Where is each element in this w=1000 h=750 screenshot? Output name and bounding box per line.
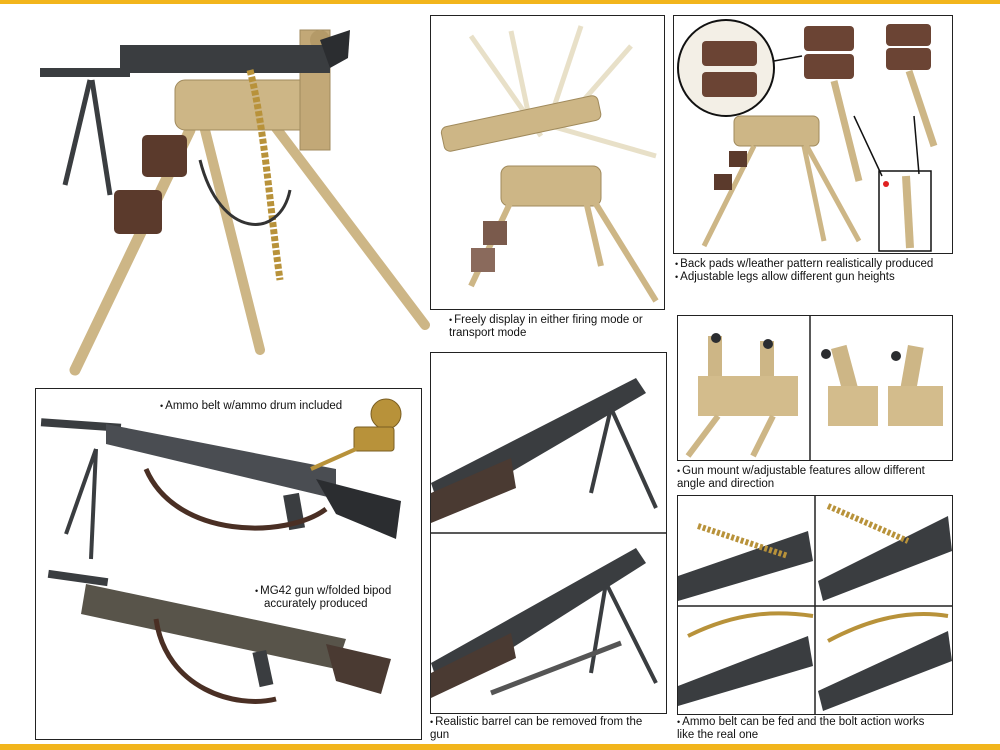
gun-mount-illustration: [685, 316, 943, 460]
mg42-illustration: [40, 398, 402, 704]
ammo-feed-illustration: [678, 496, 952, 714]
mg42-bipod-caption: •MG42 gun w/folded bipod accurately prod…: [255, 585, 392, 610]
hero-tripod-gun-image: [30, 10, 430, 380]
firing-transport-mode-panel: [430, 15, 665, 310]
ammo-feed-caption: •Ammo belt can be fed and the bolt actio…: [677, 716, 925, 741]
bullet-icon: •: [677, 717, 681, 727]
back-pads-illustration: [677, 19, 938, 252]
back-pads-caption: •Back pads w/leather pattern realistical…: [675, 258, 934, 283]
firing-mode-caption: •Freely display in either firing mode or…: [449, 314, 643, 339]
barrel-removed-caption: •Realistic barrel can be removed from th…: [430, 716, 643, 741]
bullet-icon: •: [160, 401, 164, 411]
bullet-icon: •: [675, 259, 679, 269]
gun-mount-panel: [677, 315, 953, 461]
mg42-gun-panel: [35, 388, 422, 740]
hero-illustration: [40, 29, 430, 376]
firing-transport-illustration: [440, 25, 659, 303]
ammo-feed-panel: [677, 495, 953, 715]
back-pads-legs-panel: [673, 15, 953, 254]
bullet-icon: •: [675, 272, 679, 282]
top-accent-stripe: [0, 0, 1000, 4]
gun-mount-caption: •Gun mount w/adjustable features allow d…: [677, 465, 925, 490]
bullet-icon: •: [449, 315, 453, 325]
ammo-belt-drum-caption: •Ammo belt w/ammo drum included: [160, 400, 343, 412]
bottom-accent-stripe: [0, 744, 1000, 750]
bullet-icon: •: [255, 586, 259, 596]
bullet-icon: •: [430, 717, 434, 727]
bullet-icon: •: [677, 466, 681, 476]
barrel-removal-panel: [430, 352, 667, 714]
barrel-removal-illustration: [431, 378, 666, 698]
